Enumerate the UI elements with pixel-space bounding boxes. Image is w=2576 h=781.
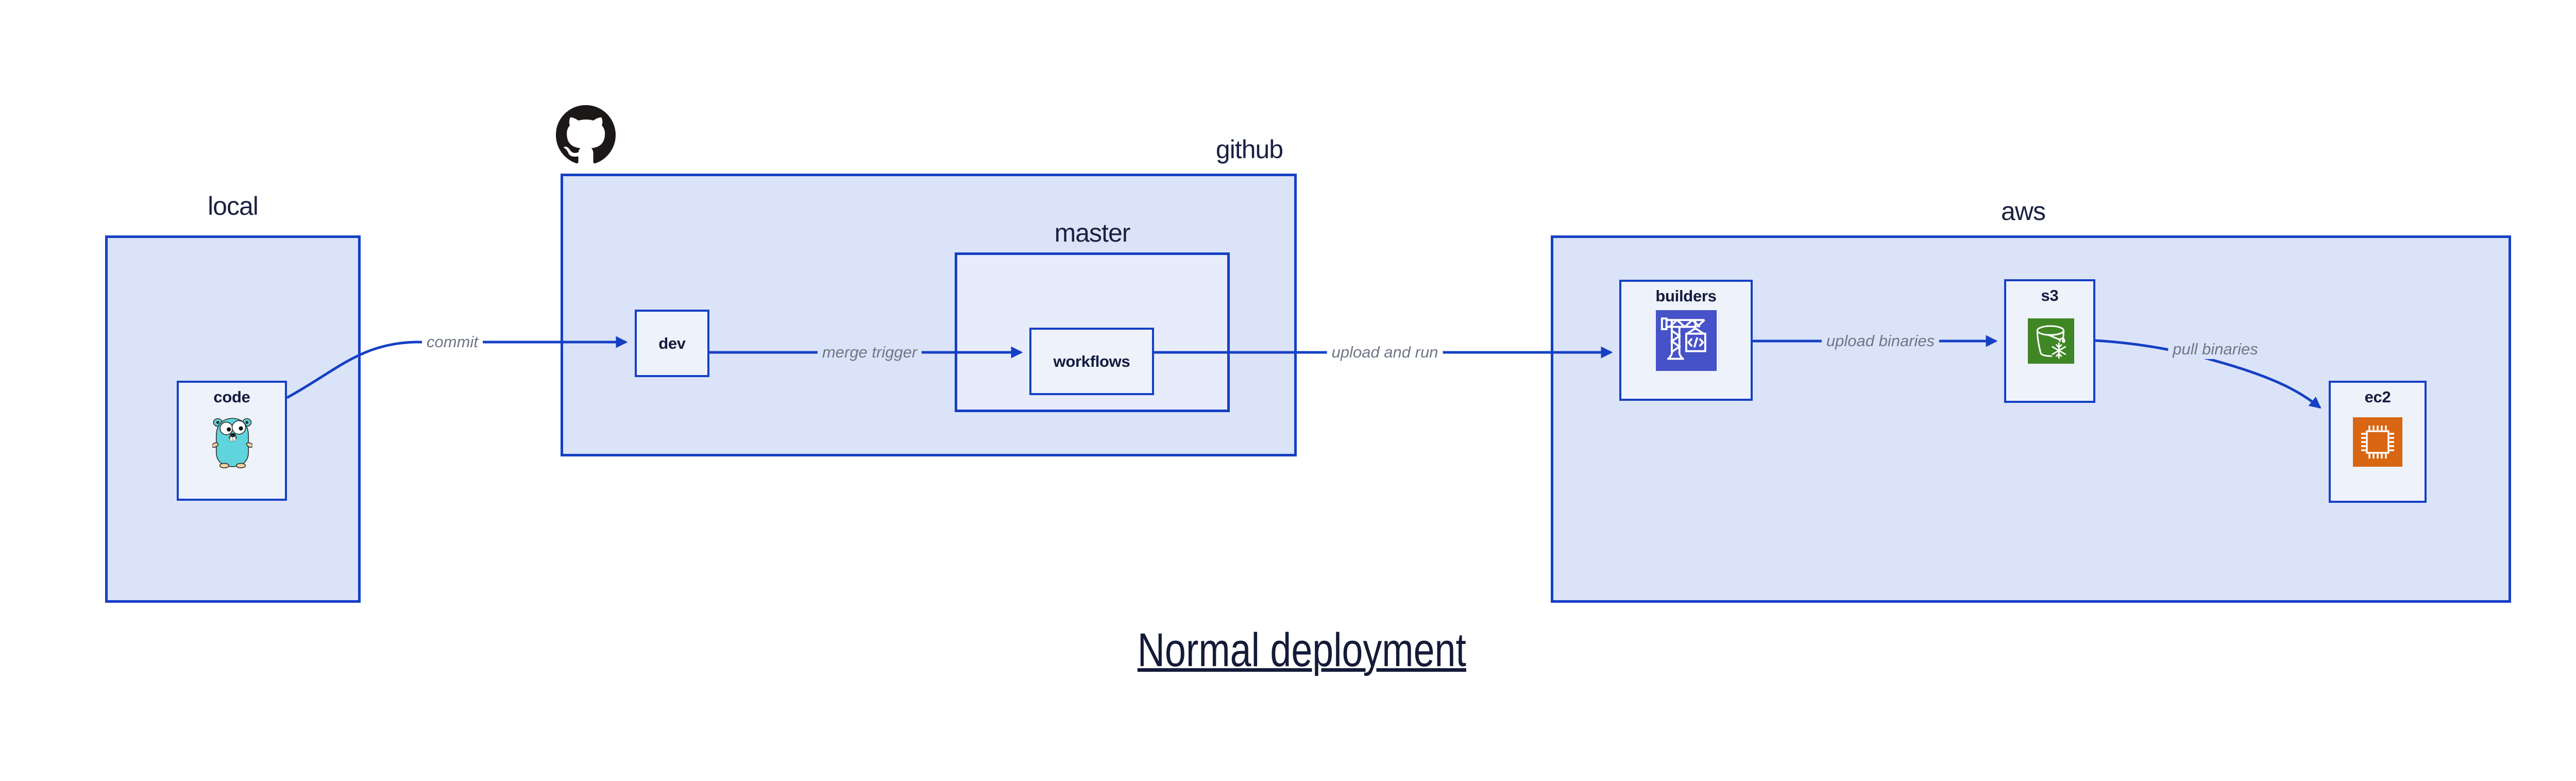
diagram-title-text: Normal deployment [1137, 624, 1467, 676]
ec2-chip-icon [2353, 417, 2402, 467]
go-gopher-icon [212, 418, 252, 468]
dev-node-label: dev [658, 334, 686, 352]
workflows-node-box: workflows [1029, 328, 1154, 395]
upload-binaries-edge-label: upload binaries [1821, 331, 1940, 351]
upload-and-run-edge-label: upload and run [1327, 343, 1443, 362]
workflows-node-label: workflows [1053, 352, 1130, 370]
aws-container-label: aws [2001, 197, 2046, 226]
dev-node-box: dev [635, 310, 709, 377]
merge-trigger-edge-label: merge trigger [817, 343, 922, 362]
codebuild-crane-icon [1656, 310, 1717, 371]
local-container-label: local [208, 192, 259, 220]
s3-glacier-bucket-icon [2028, 318, 2074, 364]
builders-node-label: builders [1655, 287, 1717, 305]
github-container-label: github [1215, 135, 1283, 164]
diagram-title: Normal deployment [0, 625, 2576, 675]
ec2-node-label: ec2 [2364, 388, 2391, 406]
code-node-label: code [213, 388, 250, 406]
master-container-label: master [1054, 218, 1131, 247]
s3-node-label: s3 [2041, 286, 2059, 304]
commit-edge-label: commit [422, 332, 483, 352]
pull-binaries-edge-label: pull binaries [2168, 339, 2263, 359]
github-icon [556, 105, 616, 164]
